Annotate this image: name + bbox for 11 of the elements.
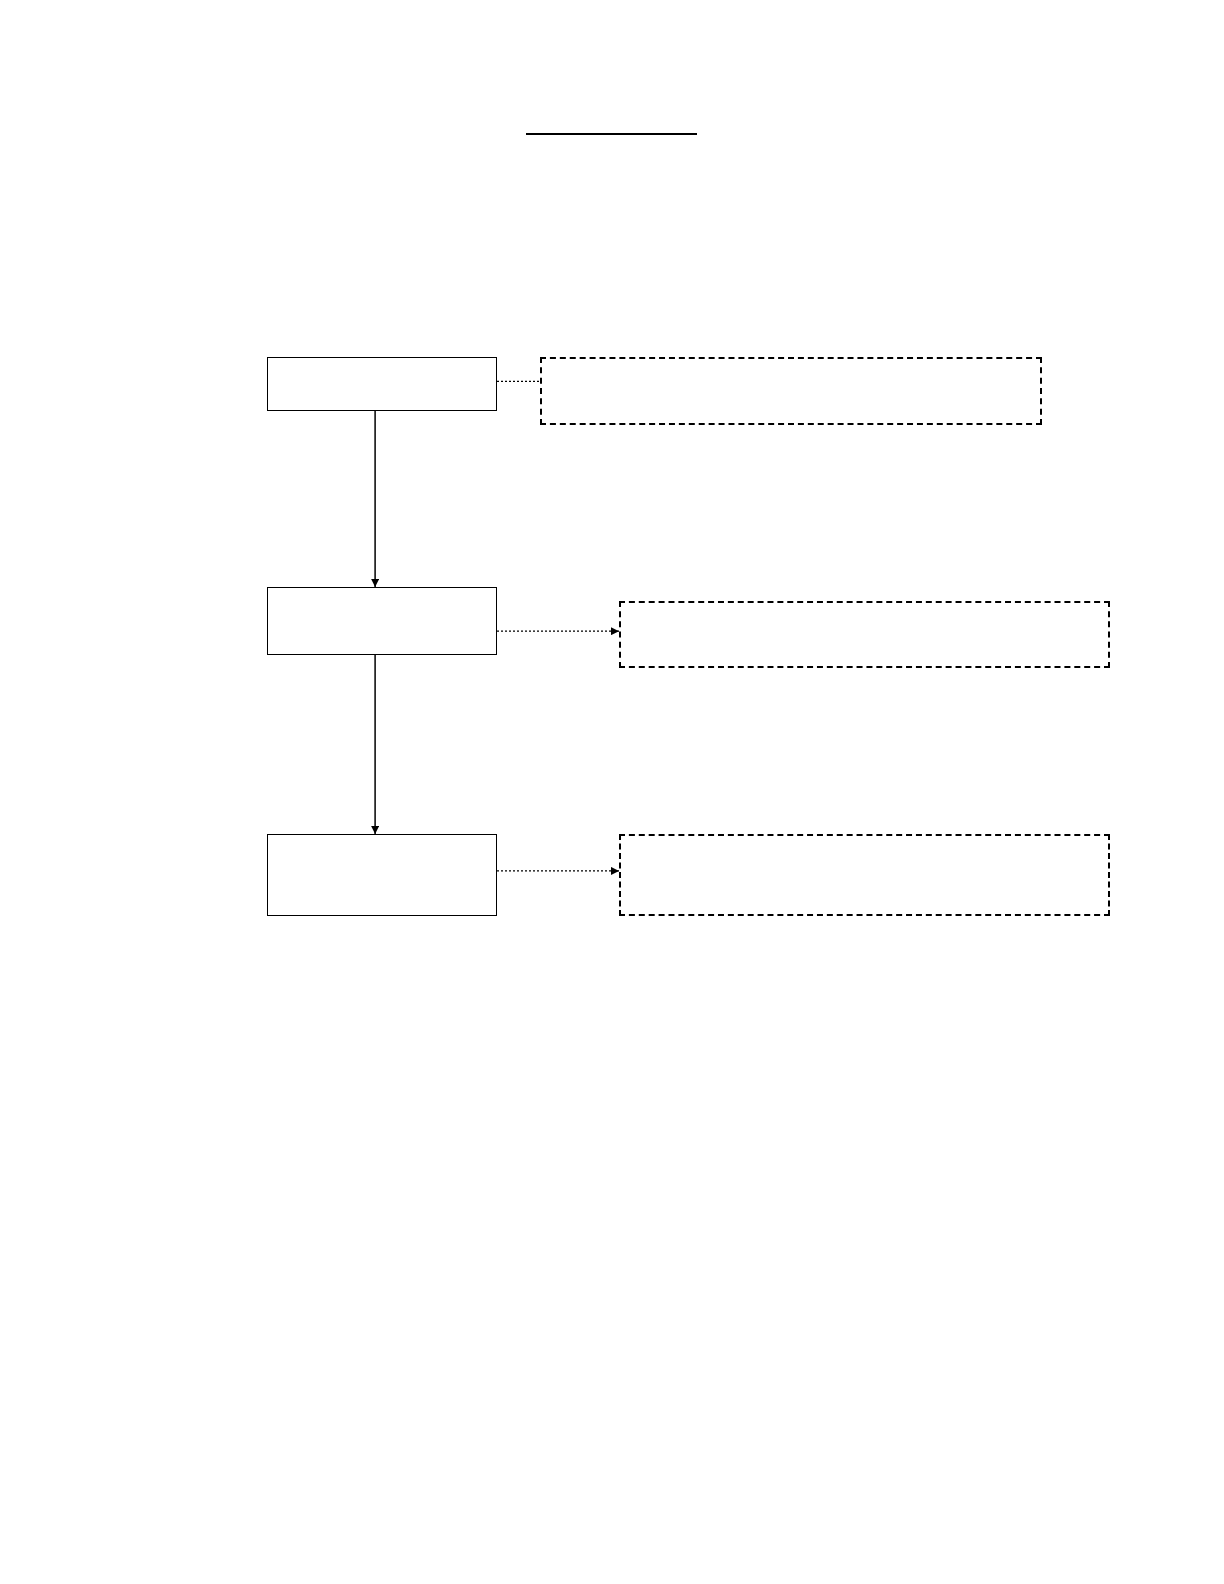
process-box	[267, 357, 497, 411]
dotted-arrow	[496, 866, 620, 875]
arrow	[371, 410, 380, 588]
dashed-box	[619, 834, 1110, 916]
process-box	[267, 587, 497, 655]
dashed-box	[540, 357, 1042, 425]
dotted-connector	[496, 380, 541, 382]
arrow	[371, 654, 380, 835]
dashed-box	[619, 601, 1110, 668]
dotted-arrow	[496, 627, 620, 636]
process-box	[267, 834, 497, 916]
